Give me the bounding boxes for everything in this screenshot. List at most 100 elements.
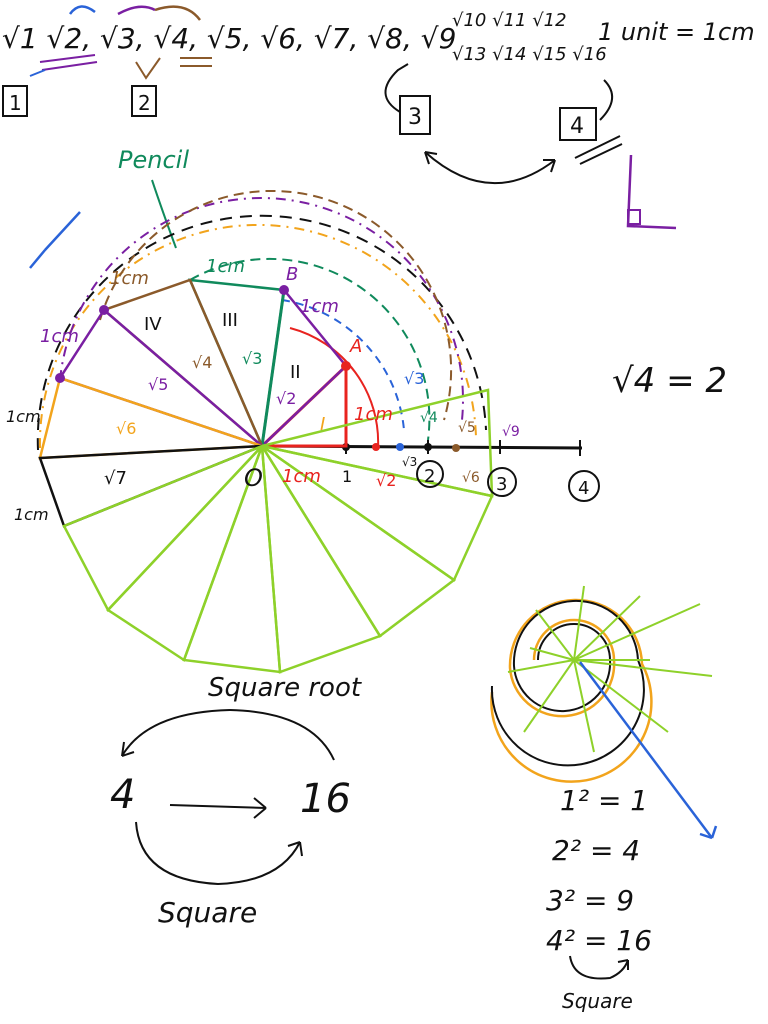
triangle-VII xyxy=(38,444,263,528)
svg-text:4: 4 xyxy=(570,114,584,139)
arrowhead-middle xyxy=(253,797,267,819)
small-spiral xyxy=(490,585,718,840)
square-arrow xyxy=(569,955,629,980)
power-3: 3² = 9 xyxy=(546,884,634,917)
arc-top-left xyxy=(121,709,231,757)
box-4: 4 xyxy=(559,107,597,141)
arrow-box3-to-root9 xyxy=(384,63,409,113)
arc-teal xyxy=(189,257,431,441)
arc-purple xyxy=(59,197,464,421)
axis-root3: √3 xyxy=(402,455,417,469)
square-arrowhead xyxy=(617,959,629,970)
relation-bottom: Square xyxy=(158,896,257,929)
relation-left: 4 xyxy=(110,772,135,818)
axis-mark-4: 4 xyxy=(578,478,589,499)
relation-top: Square root xyxy=(208,673,362,703)
label-B: B xyxy=(286,264,298,285)
hyp-label-6: √6 xyxy=(116,419,136,438)
axis-root2: √2 xyxy=(376,471,396,490)
unit-label-4: 1cm xyxy=(110,268,149,289)
extra-roots-bottom: √13 √14 √15 √16 xyxy=(452,44,607,65)
double-arrow-box3-box4 xyxy=(424,151,556,185)
arrow-box4-to-root16 xyxy=(599,79,613,121)
circle-2 xyxy=(416,460,444,488)
blue-arrow-mark xyxy=(68,5,96,15)
svg-text:2: 2 xyxy=(138,91,151,115)
svg-text:1: 1 xyxy=(9,91,22,115)
unit-label-2: 1cm xyxy=(300,296,339,317)
blue-check xyxy=(29,69,46,77)
circle-3 xyxy=(487,467,517,497)
relation-right: 16 xyxy=(300,776,351,822)
purple-arrow-mark xyxy=(117,5,156,16)
roman-I: I xyxy=(320,414,325,435)
pencil-label: Pencil xyxy=(118,146,189,174)
brown-arrow-mark xyxy=(154,5,201,21)
point-P5 xyxy=(55,373,65,383)
arrowhead-top xyxy=(121,741,135,757)
hyp-label-5: √5 xyxy=(148,375,168,394)
hyp-label-7: √7 xyxy=(104,468,127,489)
unit-label-7: 1cm xyxy=(14,505,49,524)
axis-root4: √4 xyxy=(420,410,438,426)
axis-root9: √9 xyxy=(502,424,520,440)
origin-label: O xyxy=(244,464,263,492)
right-angle-box xyxy=(627,209,641,225)
arc-red xyxy=(289,327,380,449)
svg-text:3: 3 xyxy=(408,105,422,130)
roman-II: II xyxy=(290,362,301,383)
blue-ray xyxy=(579,661,713,839)
equation: √4 = 2 xyxy=(612,361,727,401)
unit-label-3: 1cm xyxy=(206,256,245,277)
roman-III: III xyxy=(222,310,238,331)
point-B xyxy=(279,285,289,295)
box-3: 3 xyxy=(399,95,431,135)
spiral-construction: O A B I II III IV 1cm 1cm 1cm 1cm 1cm 1c… xyxy=(6,189,600,674)
point-root2 xyxy=(372,443,380,451)
spiral-black xyxy=(490,600,645,767)
point-root5 xyxy=(452,444,460,452)
blue-ray-head xyxy=(699,825,718,840)
axis-mark-3: 3 xyxy=(496,474,507,495)
unit-label-1: 1cm xyxy=(354,404,393,425)
point-A xyxy=(341,361,351,371)
hyp-label-2: √2 xyxy=(276,389,296,408)
brown-underline xyxy=(180,57,212,67)
square-relation: Square root 4 16 Square xyxy=(110,673,362,929)
hyp-label-4: √4 xyxy=(192,353,212,372)
point-root3 xyxy=(396,443,404,451)
extra-roots-top: √10 √11 √12 xyxy=(452,10,567,31)
arrowhead-bottom xyxy=(287,841,303,857)
root-sequence: √1 √2, √3, √4, √5, √6, √7, √8, √9 xyxy=(2,22,456,55)
hyp-label-3: √3 xyxy=(242,349,262,368)
point-P4 xyxy=(99,305,109,315)
unit-label-5: 1cm xyxy=(40,326,79,347)
unit-label-8: 1cm xyxy=(282,466,321,487)
axis-mark-2: 2 xyxy=(424,466,435,487)
power-1: 1² = 1 xyxy=(560,784,648,817)
arc-bottom xyxy=(135,821,301,886)
axis-root6: √6 xyxy=(462,470,480,486)
brown-check xyxy=(135,57,161,80)
box-2: 2 xyxy=(131,85,157,117)
arc-brown xyxy=(99,189,453,421)
unit-label-6: 1cm xyxy=(6,407,41,426)
unit-note: 1 unit = 1cm xyxy=(598,18,755,46)
axis-root5: √5 xyxy=(458,420,476,436)
arc-black xyxy=(36,214,487,451)
header: √1 √2, √3, √4, √5, √6, √7, √8, √9 √10 √1… xyxy=(2,5,755,230)
lime-triangles xyxy=(62,388,494,674)
circle-4 xyxy=(568,470,600,502)
arrow-middle xyxy=(169,804,267,809)
box-1: 1 xyxy=(2,85,28,117)
blue-tick xyxy=(29,211,81,269)
arrow-heads xyxy=(424,151,556,173)
label-A: A xyxy=(349,336,362,357)
spiral-orange xyxy=(490,598,653,783)
point-2 xyxy=(424,443,432,451)
pencil-pointer xyxy=(151,179,177,249)
purple-underline xyxy=(39,54,98,71)
axis-root3-blue: √3 xyxy=(404,369,424,388)
power-4: 4² = 16 xyxy=(546,924,652,957)
